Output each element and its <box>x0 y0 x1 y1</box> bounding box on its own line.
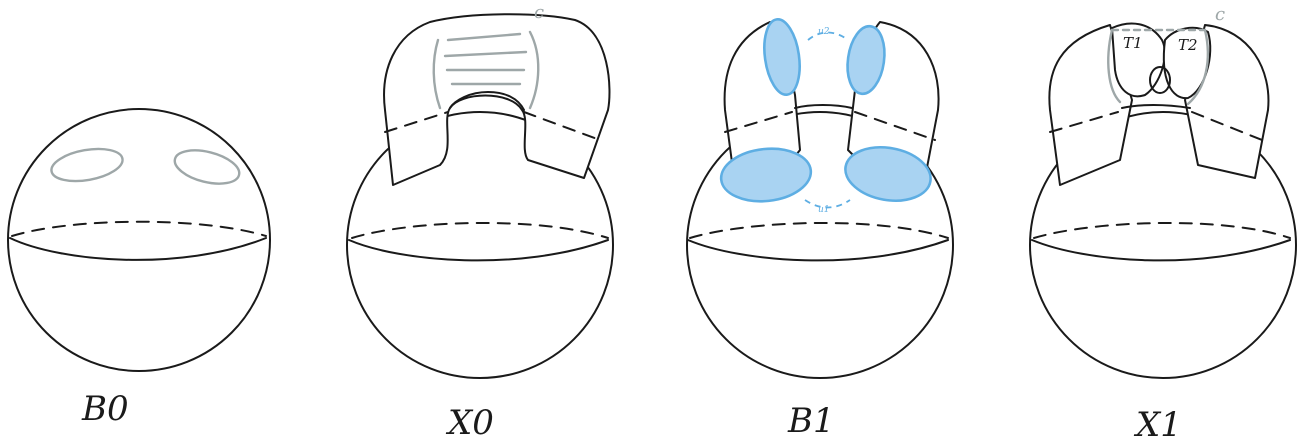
attaching-circle-left <box>49 144 125 186</box>
handle <box>384 14 609 185</box>
equator-back <box>690 223 948 238</box>
torus-label-t1: T1 <box>1123 34 1143 52</box>
panel-x0: c X0 <box>347 2 613 443</box>
panel-label: X0 <box>445 403 494 443</box>
equator-back <box>12 222 266 236</box>
annotation-u2: u2 <box>818 27 830 37</box>
equator-back <box>352 223 608 238</box>
panel-label: B1 <box>787 401 835 441</box>
equator-back <box>1034 223 1290 238</box>
panel-label: B0 <box>81 389 129 429</box>
equator-front <box>10 238 266 260</box>
equator-front <box>688 240 948 260</box>
handle-inner-arch <box>795 105 852 108</box>
panel-b1: u2 u1 B1 <box>687 17 953 441</box>
annotation-c: c <box>534 2 544 23</box>
annotation-u1: u1 <box>818 205 830 215</box>
equator-front <box>1032 240 1290 260</box>
annotation-c: c <box>1215 4 1225 25</box>
panel-x1: T1 T2 c X1 <box>1030 4 1296 444</box>
attaching-circle-right <box>171 144 242 189</box>
panel-b0: B0 <box>8 109 270 429</box>
torus-label-t2: T2 <box>1178 36 1198 54</box>
equator-front <box>349 240 608 260</box>
sphere <box>8 109 270 371</box>
handle-inner-arch <box>1122 105 1190 108</box>
panel-label: X1 <box>1133 405 1182 444</box>
